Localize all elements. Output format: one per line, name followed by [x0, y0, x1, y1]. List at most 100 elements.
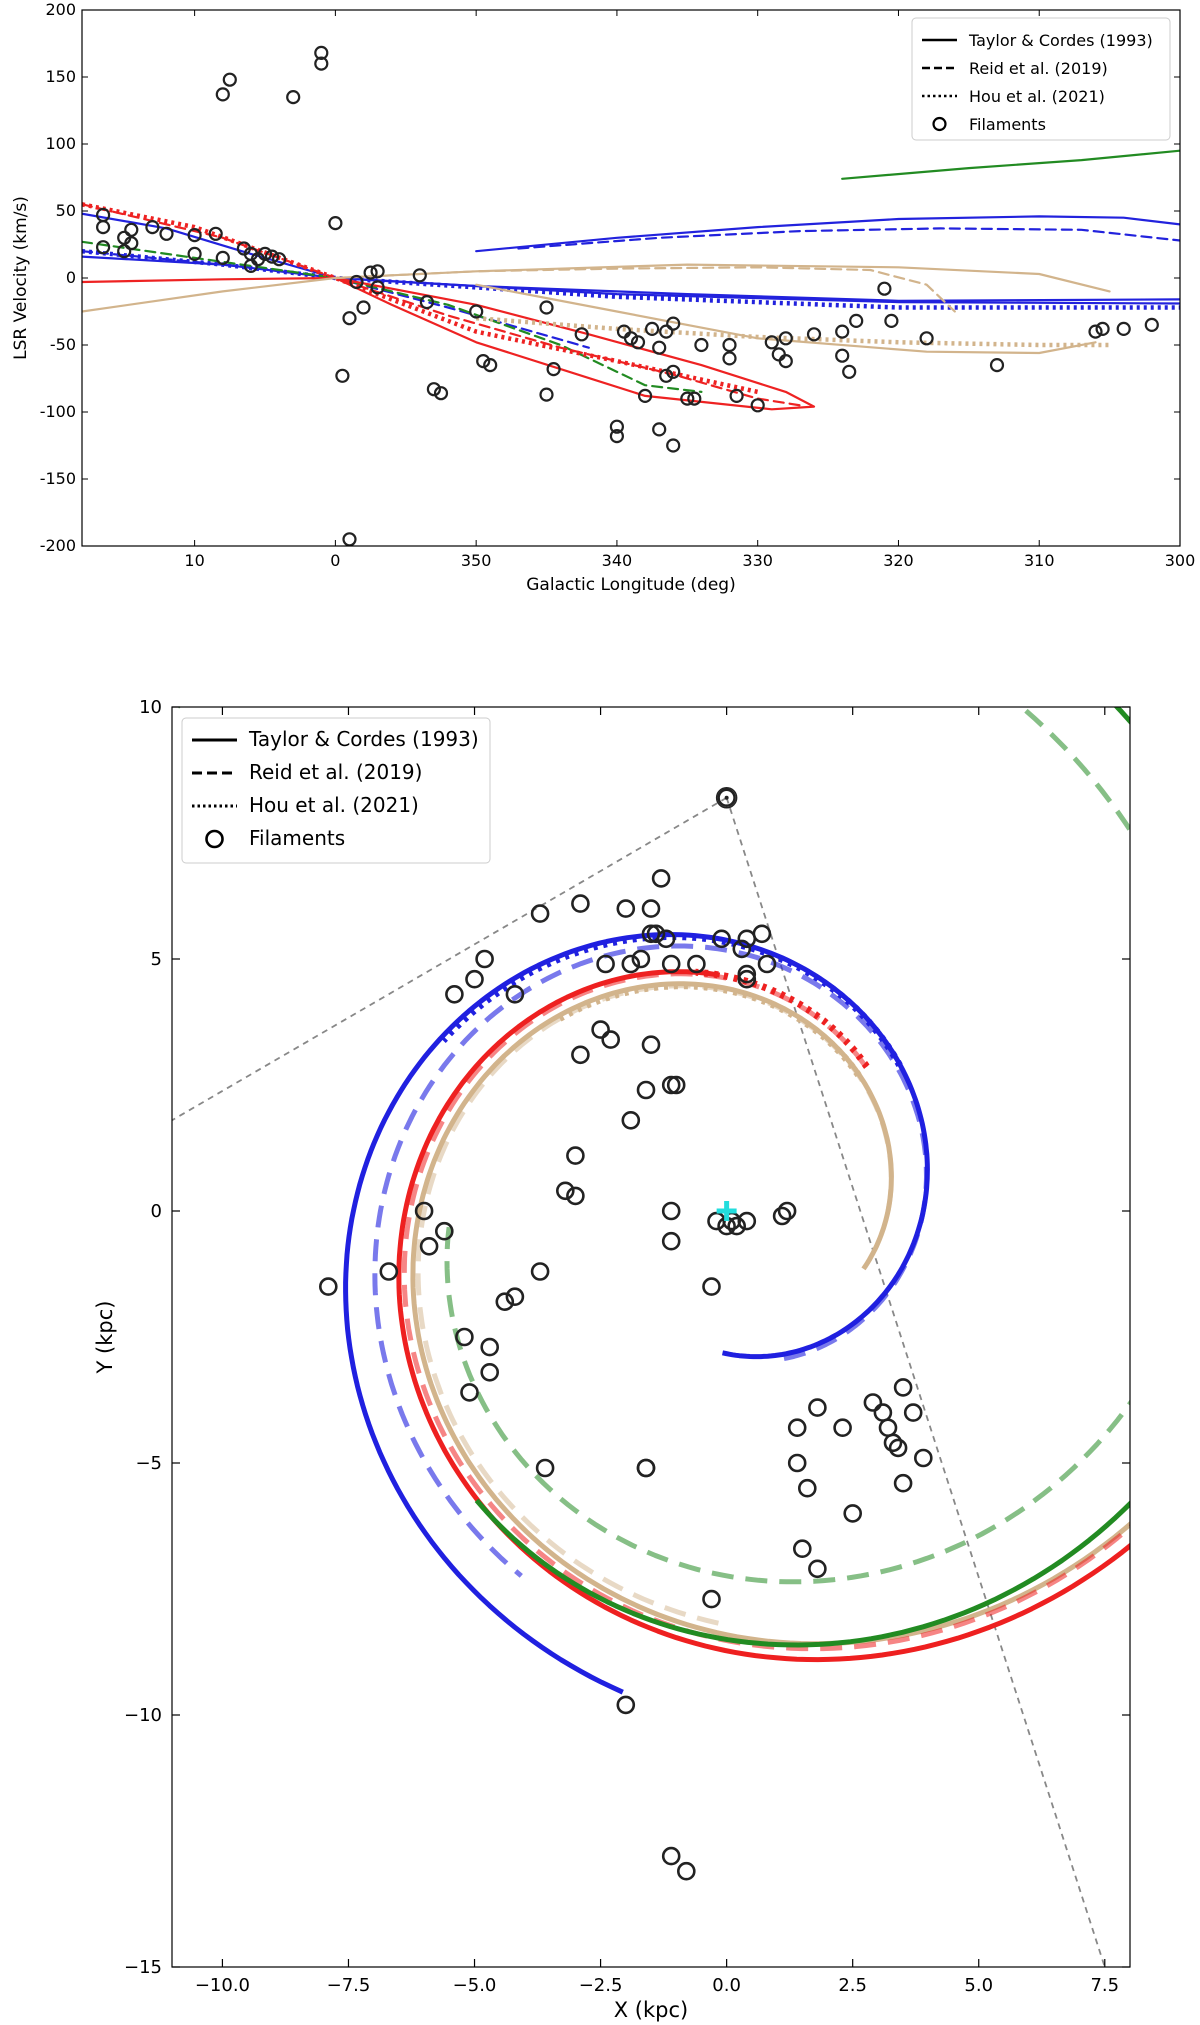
series-tan-solid: [82, 263, 1111, 313]
filament-point: [539, 387, 554, 402]
sightline-0: [172, 796, 728, 1122]
spiral-red-dashed: [401, 971, 1130, 1652]
series-tan-dashed: [334, 266, 956, 313]
filament-point: [732, 939, 752, 959]
plot2-x-axis-label: X (kpc): [614, 1998, 688, 2022]
filament-point: [342, 532, 357, 546]
filament-point: [737, 1211, 757, 1231]
filament-point: [483, 358, 498, 373]
filament-point: [546, 362, 561, 377]
filament-point: [772, 1206, 792, 1226]
filament-point: [555, 1181, 575, 1201]
legend-label: Hou et al. (2021): [969, 87, 1105, 106]
filament-point: [702, 1277, 721, 1296]
filament-point: [609, 429, 625, 444]
series-tan-solid: [475, 283, 1097, 355]
spiral-red-dotted: [692, 968, 870, 1070]
y-tick-label: 100: [45, 134, 76, 153]
filament-point: [833, 1418, 852, 1437]
x-tick-label: −7.5: [327, 1975, 371, 1996]
filament-point: [666, 438, 681, 453]
legend-label: Filaments: [249, 826, 345, 850]
filament-point: [349, 274, 364, 290]
legend-label: Reid et al. (2019): [249, 760, 422, 784]
filament-point: [505, 1287, 525, 1306]
legend-marker: [205, 829, 224, 849]
filament-point: [379, 1262, 399, 1281]
filament-point: [652, 422, 667, 437]
filament-point: [574, 327, 589, 342]
y-tick-label: 5: [151, 949, 162, 970]
filament-point: [187, 228, 202, 243]
filament-point: [646, 924, 666, 944]
filament-point: [750, 398, 765, 413]
filament-point: [363, 265, 378, 280]
filament-point: [835, 348, 850, 363]
plot1-filaments: [95, 45, 1159, 546]
filament-point: [1095, 321, 1110, 336]
filament-point: [787, 1418, 807, 1437]
filament-point: [159, 226, 174, 241]
filament-point: [616, 1695, 636, 1715]
filament-point: [717, 788, 736, 808]
filament-point: [641, 899, 661, 918]
filament-point: [480, 1363, 500, 1382]
spiral-green-solid: [474, 707, 1130, 1648]
sun-marker-dot: [724, 795, 729, 800]
sightline-1: [725, 797, 1106, 1967]
filament-point: [687, 391, 702, 406]
filament-point: [652, 340, 667, 355]
filament-point: [370, 280, 385, 295]
series-green-solid: [841, 149, 1180, 180]
filament-point: [480, 1337, 500, 1357]
plot1-curves: [82, 149, 1180, 411]
filament-point: [591, 1020, 610, 1039]
filament-point: [835, 324, 850, 339]
filament-point: [286, 89, 301, 105]
filament-point: [314, 56, 329, 71]
y-tick-label: −5: [135, 1453, 162, 1474]
series-blue-dashed: [82, 250, 590, 349]
spiral-blue-dotted: [440, 933, 903, 1068]
y-tick-label: −15: [124, 1957, 162, 1978]
y-tick-label: 10: [139, 697, 162, 718]
spiral-blue-dashed: [372, 943, 929, 1578]
y-tick-label: 0: [151, 1201, 162, 1222]
sun-marker: [715, 786, 738, 809]
legend-label: Taylor & Cordes (1993): [248, 727, 479, 751]
plot2-spiral-arms: [172, 707, 1130, 1967]
filament-point: [764, 335, 779, 350]
y-tick-label: 50: [56, 201, 76, 220]
legend-box: [911, 17, 1171, 141]
series-blue-dashed: [517, 227, 1180, 250]
filament-point: [124, 222, 139, 237]
filament-point: [465, 969, 484, 989]
filament-point: [469, 304, 484, 319]
x-tick-label: 330: [742, 551, 773, 570]
x-tick-label: −10.0: [195, 1975, 250, 1996]
filament-point: [888, 1438, 908, 1458]
filament-point: [630, 335, 646, 350]
filament-point: [656, 929, 676, 949]
filament-point: [919, 331, 934, 346]
x-tick-label: 10: [184, 551, 204, 570]
legend-marker: [932, 116, 947, 132]
plot2-background: [172, 707, 1130, 1967]
filament-point: [117, 244, 132, 259]
y-tick-label: -200: [40, 536, 76, 555]
filament-point: [145, 220, 160, 235]
filament-point: [893, 1378, 913, 1397]
filament-point: [318, 1277, 338, 1296]
filament-point: [806, 327, 822, 342]
x-tick-label: 300: [1165, 551, 1196, 570]
filament-point: [666, 316, 681, 331]
filament-point: [884, 313, 899, 328]
filament-point: [335, 368, 350, 383]
filament-point: [419, 295, 434, 310]
plot2-filaments: [318, 786, 933, 1881]
x-tick-label: 0: [330, 551, 340, 570]
filament-point: [722, 337, 737, 353]
y-tick-label: -100: [40, 402, 76, 421]
filament-point: [877, 281, 892, 296]
filament-point: [356, 300, 371, 315]
